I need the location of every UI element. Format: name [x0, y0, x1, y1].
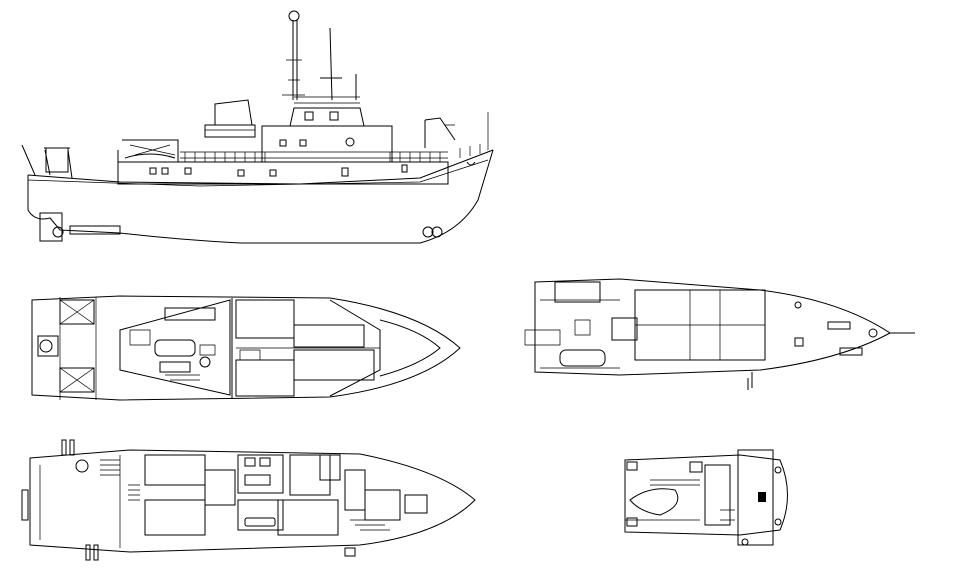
profile-view [21, 10, 494, 244]
lower-deck-plan [31, 295, 461, 401]
bridge-deck-plan [624, 449, 788, 546]
main-deck-plan [21, 439, 476, 561]
upper-deck-plan [524, 278, 915, 390]
